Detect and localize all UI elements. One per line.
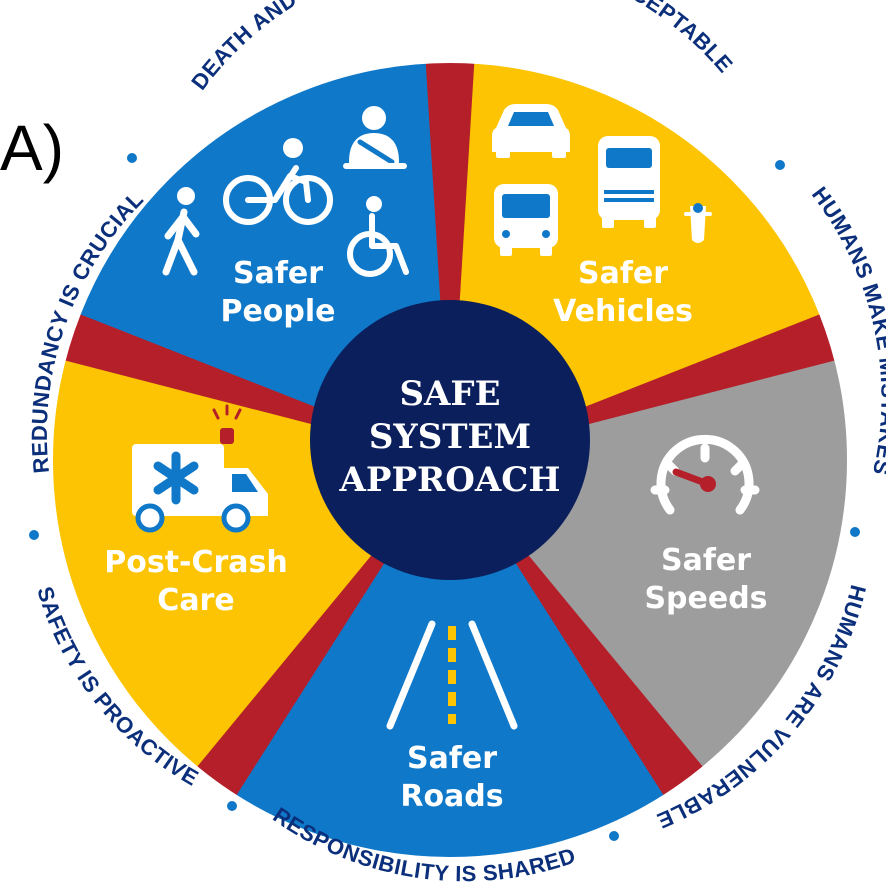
panel-people-line-1: Safer [233,256,323,291]
ring-bullet [609,831,619,841]
panel-postcrash-line-2: Care [157,583,234,618]
ring-bullet [775,160,785,170]
car-icon [492,104,570,158]
hub-line-2: SYSTEM [369,417,531,457]
panel-roads-line-2: Roads [400,779,503,814]
ring-bullet [227,801,237,811]
panel-postcrash: Post-Crash Care [104,545,288,618]
ring-bullet [127,153,137,163]
motorcycle-icon [684,203,712,243]
panel-vehicles: Safer Vehicles [553,256,693,329]
panel-vehicles-line-2: Vehicles [553,294,693,329]
pedestrian-icon [162,187,200,276]
panel-speeds-line-2: Speeds [644,581,767,616]
panel-vehicles-line-1: Safer [578,256,668,291]
panel-roads: Safer Roads [400,741,503,814]
seatbelt-driver-icon [343,106,407,169]
panel-speeds: Safer Speeds [644,543,767,616]
bus-icon [494,184,558,256]
hub-line-1: SAFE [400,374,501,414]
panel-roads-line-1: Safer [407,741,497,776]
hub-circle [310,300,590,580]
hub-line-3: APPROACH [339,460,561,500]
panel-speeds-line-1: Safer [661,543,751,578]
cyclist-icon [223,131,333,225]
panel-people-line-2: People [220,294,335,329]
truck-icon [598,136,660,228]
wheelchair-icon [347,196,409,277]
ring-bullet [29,530,39,540]
speedometer-icon [650,434,760,515]
figure-label: A) [0,112,64,184]
panel-postcrash-line-1: Post-Crash [104,545,288,580]
ambulance-icon [132,404,268,533]
panel-people: Safer People [220,256,335,329]
hub: SAFE SYSTEM APPROACH [310,300,590,580]
road-lanes-icon [386,620,518,730]
ring-bullet [850,527,860,537]
